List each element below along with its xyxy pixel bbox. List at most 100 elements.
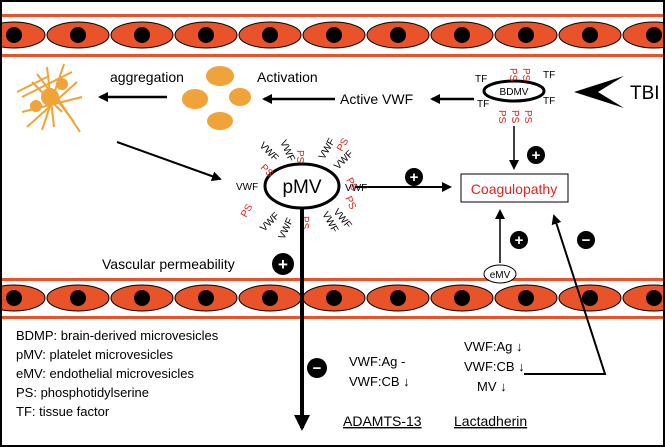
vessel-line — [2, 316, 663, 319]
nucleus — [518, 290, 534, 306]
svg-text:+: + — [532, 147, 541, 164]
ps-marker: PS — [342, 195, 358, 212]
vwf-marker: VWF — [277, 139, 296, 164]
nucleus — [582, 290, 598, 306]
tf-marker: TF — [543, 96, 555, 107]
legend-item: BDMP: brain-derived microvesicles — [16, 328, 219, 343]
top-vessel-wall — [2, 14, 663, 57]
plus-badge: + — [510, 231, 528, 249]
vessel-line — [2, 14, 663, 17]
nucleus — [582, 27, 598, 43]
emv-label: eMV — [490, 270, 511, 281]
ps-marker: PS — [509, 110, 520, 124]
coagulopathy-label: Coagulopathy — [471, 181, 557, 197]
pmv-label: pMV — [282, 177, 321, 198]
nucleus — [390, 290, 406, 306]
vwf-marker: VWF — [317, 137, 338, 162]
ps-marker: PS — [294, 150, 305, 164]
nucleus — [390, 27, 406, 43]
endothelial-cell — [430, 284, 494, 312]
legend-item: TF: tissue factor — [16, 404, 110, 419]
nucleus — [646, 290, 662, 306]
nucleus — [262, 27, 278, 43]
lactadherin-row: MV ↓ — [477, 379, 507, 394]
vwf-marker: VWF — [345, 183, 367, 194]
nucleus — [326, 27, 342, 43]
legend-item: pMV: platelet microvesicles — [16, 347, 174, 362]
ps-marker: PS — [239, 202, 255, 219]
lactadherin-to-coagulopathy-arrow — [524, 214, 607, 375]
nucleus — [198, 290, 214, 306]
bdmv-label: BDMV — [500, 87, 529, 98]
adamts-row: VWF:CB ↓ — [349, 374, 410, 389]
adamts-13-label: ADAMTS-13 — [343, 413, 422, 429]
endothelial-cell — [558, 21, 622, 49]
plus-badge: + — [272, 253, 294, 275]
tbi-arrow-icon — [574, 76, 624, 108]
nucleus — [134, 290, 150, 306]
activation-label: Activation — [257, 69, 318, 85]
nucleus — [134, 27, 150, 43]
endothelial-cell — [2, 21, 46, 49]
aggregate-to-pmv-arrow — [116, 141, 222, 182]
nucleus — [70, 290, 86, 306]
endothelial-cell — [494, 21, 558, 49]
vwf-marker: VWF — [236, 182, 258, 193]
endothelial-cell — [46, 284, 110, 312]
endothelial-cell — [558, 284, 622, 312]
svg-text:+: + — [515, 232, 524, 249]
nucleus — [198, 27, 214, 43]
endothelial-cell — [46, 21, 110, 49]
minus-badge: − — [307, 358, 327, 378]
endothelial-cell — [302, 21, 366, 49]
tf-marker: TF — [475, 74, 487, 85]
vessel-line — [2, 54, 663, 57]
endothelial-cell — [110, 284, 174, 312]
ps-marker: PS — [299, 216, 310, 230]
coagulopathy-box: Coagulopathy — [460, 173, 569, 203]
endothelial-cell — [174, 284, 238, 312]
plus-badge: + — [527, 146, 545, 164]
ps-marker: PS — [520, 68, 531, 82]
legend-item: PS: phosphotidylserine — [16, 385, 149, 400]
legend-item: eMV: endothelial microvesicles — [16, 366, 194, 381]
plus-badge: + — [405, 168, 423, 186]
platelet-aggregate-icon — [16, 63, 83, 133]
nucleus — [454, 290, 470, 306]
bdmv-vesicle: BDMV TF TF TF TF PS PS PS PS PS — [475, 68, 555, 124]
ps-marker: PS — [507, 68, 518, 82]
active-vwf-label: Active VWF — [340, 91, 413, 107]
nucleus — [6, 27, 22, 43]
endothelial-cell — [110, 21, 174, 49]
vessel-line — [2, 278, 663, 281]
endothelial-cell — [494, 284, 558, 312]
vwf-marker: VWF — [258, 211, 281, 234]
svg-text:−: − — [313, 360, 322, 377]
bottom-vessel-wall — [2, 278, 663, 319]
endothelial-cell — [302, 284, 366, 312]
svg-text:+: + — [278, 255, 288, 274]
ps-marker: PS — [522, 110, 533, 124]
lactadherin-row: VWF:CB ↓ — [464, 359, 525, 374]
abbreviation-legend: BDMP: brain-derived microvesicles pMV: p… — [16, 328, 219, 419]
adamts-row: VWF:Ag - — [349, 354, 405, 369]
nucleus — [646, 27, 662, 43]
tf-marker: TF — [543, 70, 555, 81]
endothelial-cell — [174, 21, 238, 49]
emv-vesicle: eMV — [483, 264, 517, 284]
vwf-marker: VWF — [257, 140, 280, 163]
aggregation-label: aggregation — [110, 69, 184, 85]
nucleus — [518, 27, 534, 43]
endothelial-cell — [430, 21, 494, 49]
nucleus — [262, 290, 278, 306]
tbi-label: TBI — [630, 83, 660, 104]
endothelial-cell — [238, 284, 302, 312]
endothelial-cell — [366, 284, 430, 312]
endothelial-cell — [238, 21, 302, 49]
vascular-permeability-label: Vascular permeability — [102, 256, 235, 272]
lactadherin-label: Lactadherin — [454, 413, 527, 429]
nucleus — [70, 27, 86, 43]
svg-text:−: − — [582, 232, 591, 249]
